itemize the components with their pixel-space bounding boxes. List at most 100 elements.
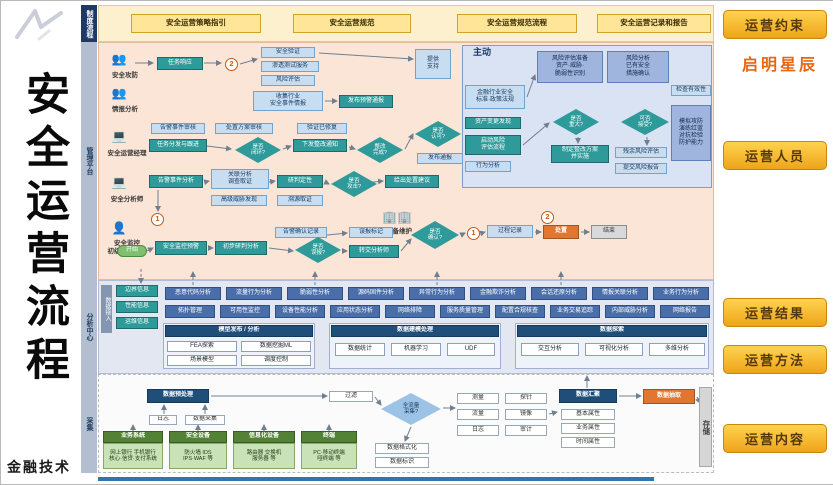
flow-step: 发布预警通报 xyxy=(339,95,393,108)
policy-box: 安全运营规范 xyxy=(293,14,411,33)
flow-step: 制定整改方案 并实施 xyxy=(551,145,609,163)
analysis-sub: 数据统计 xyxy=(335,343,385,356)
role-label: 安全分析师 xyxy=(110,196,144,204)
flow-step: 告警事件审核 xyxy=(151,123,205,134)
collect-step: 时间属性 xyxy=(561,437,615,448)
connector-badge: 2 xyxy=(541,211,554,224)
analysis-box: 脆弱性分析 xyxy=(287,287,343,300)
device-icon: 🏢🏢 xyxy=(382,209,412,224)
decision: 是否 重大? xyxy=(553,109,599,135)
analysis-sub: UDF xyxy=(447,343,495,356)
flow-step: 溯源取证 xyxy=(277,195,323,206)
people-icon: 👥 xyxy=(111,51,127,66)
decision: 可否 接受? xyxy=(621,109,669,135)
flow-step: 风险评估 xyxy=(261,75,315,86)
collect-step: 测量 xyxy=(457,393,499,404)
collect-step: 基本属性 xyxy=(561,409,615,420)
group-header: 数据探索 xyxy=(517,325,707,337)
computer-icon: 💻 xyxy=(111,174,127,189)
band-collection: 采集 xyxy=(81,374,97,473)
flow-step: 任务分发与跟进 xyxy=(149,139,207,152)
brand-mark-icon xyxy=(9,5,71,50)
flow-step: 提交风险报告 xyxy=(615,163,667,174)
role-label: 安全攻防 xyxy=(112,72,138,80)
collect-step: 数据标识 xyxy=(375,457,429,468)
panel-title: 主动 xyxy=(472,47,491,58)
flow-step: 处置方案审核 xyxy=(215,123,273,134)
flow-step: 性能信息 xyxy=(116,301,158,313)
role-label: 情报分析 xyxy=(112,106,138,114)
collect-step: 日志 xyxy=(457,425,499,436)
analysis-box: 应用状态分析 xyxy=(330,305,380,318)
flow-step: 验证已修复 xyxy=(297,123,347,134)
band-analysis-center: 分析中心 xyxy=(81,280,97,374)
flow-step: 处置 xyxy=(543,225,579,239)
flow-step: 高级威胁发现 xyxy=(211,195,267,206)
bottom-accent-bar xyxy=(98,477,654,481)
people-icon: 👥 xyxy=(111,85,127,100)
brand-logo: 启明星辰 xyxy=(742,57,819,74)
decision: 是否 攻击? xyxy=(331,171,377,197)
analysis-box: 网络排障 xyxy=(385,305,435,318)
decision: 是否 闭环? xyxy=(235,137,281,163)
policy-box: 安全运营规范流程 xyxy=(457,14,577,33)
source-header: 业务系统 xyxy=(103,431,163,443)
flow-step: 误报标记 xyxy=(349,227,393,238)
flow-step: 初步研判分析 xyxy=(215,241,267,255)
band-policy-process: 制度流程 xyxy=(81,5,97,42)
role-label: 安全运营经理 xyxy=(107,150,147,158)
badge-operation-personnel: 运营人员 xyxy=(723,141,827,170)
flow-step: 模拟攻防 演练红蓝 对抗检验 防护能力 xyxy=(671,105,711,161)
person-icon: 👤 xyxy=(111,220,127,235)
analysis-inlet-label: 数据接入 xyxy=(101,285,112,333)
storage-label: 存储 xyxy=(699,387,712,467)
flow-step: 金融行业安全 标准·政策法规 xyxy=(465,85,525,109)
flow-step: 安全监控预警 xyxy=(155,241,207,255)
source-header: 安全设备 xyxy=(169,431,227,443)
decision: 是否 认可? xyxy=(415,121,461,147)
analysis-box: 源码固件分析 xyxy=(348,287,404,300)
role-label: 设备维护 xyxy=(386,228,412,236)
collect-step: 过滤 xyxy=(329,391,373,402)
analysis-sub: 可视化分析 xyxy=(585,343,643,356)
flow-step: 风险评估准备 资产·威胁· 脆弱性识别 xyxy=(537,51,603,83)
flow-step: 检查有效性 xyxy=(671,85,711,96)
analysis-box: 网络报告 xyxy=(660,305,710,318)
computer-icon: 💻 xyxy=(111,128,127,143)
flow-step: 给出处置建议 xyxy=(385,175,439,188)
analysis-sub: 数据挖掘ML xyxy=(241,341,311,352)
flow-step: 发布通报 xyxy=(417,153,463,164)
start-node: 开始 xyxy=(117,245,147,257)
flow-step: 残余风险评估 xyxy=(615,147,667,158)
flow-step: 风险分析 已有安全 措施确认 xyxy=(607,51,669,83)
collect-header: 数据预处理 xyxy=(147,389,209,403)
page-title: 安全运营流程 xyxy=(19,71,68,389)
flow-step: 任务响应 xyxy=(157,57,203,70)
flow-step: 渗透测试服务 xyxy=(261,61,319,72)
flow-step: 边界信息 xyxy=(116,285,158,297)
analysis-box: 服务质量管理 xyxy=(440,305,490,318)
flow-step: 下发整改通知 xyxy=(293,139,347,152)
collect-step: 审计 xyxy=(505,425,547,436)
analysis-box: 情报关联分析 xyxy=(592,287,648,300)
flow-step: 提供 支持 xyxy=(415,49,451,79)
analysis-sub: 多维分析 xyxy=(649,343,705,356)
collect-step: 数据采集 xyxy=(185,415,225,425)
decision: 整改 完成? xyxy=(357,137,403,163)
source-header: 终端 xyxy=(301,431,357,443)
band-management-platform: 管理平台 xyxy=(81,42,97,280)
group-header: 数据建模处理 xyxy=(331,325,499,337)
decision: 是否 误报? xyxy=(295,237,341,263)
analysis-sub: 调度控制 xyxy=(241,355,311,366)
analysis-sub: 交互分析 xyxy=(521,343,579,356)
policy-box: 安全运营记录和报告 xyxy=(597,14,711,33)
badge-operation-methods: 运营方法 xyxy=(723,345,827,374)
collect-step: 业务属性 xyxy=(561,423,615,434)
decision: 全流量 采集? xyxy=(381,393,441,425)
analysis-sub: 场景模型 xyxy=(167,355,237,366)
analysis-box: 设备性能分析 xyxy=(275,305,325,318)
analysis-box: 内部威胁分析 xyxy=(605,305,655,318)
analysis-box: 金融欺诈分析 xyxy=(470,287,526,300)
source-list: 网上银行 手机银行 核心·信贷·支付系统 xyxy=(103,443,163,469)
